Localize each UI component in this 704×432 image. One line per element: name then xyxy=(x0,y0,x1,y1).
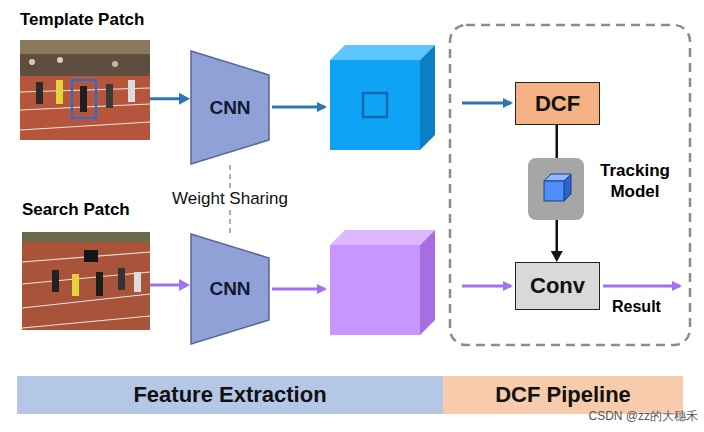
process-box: DCF xyxy=(515,82,600,125)
runner xyxy=(118,268,125,290)
cnn-label: CNN xyxy=(209,278,250,300)
feature-arrow xyxy=(462,102,511,105)
stand xyxy=(20,40,150,140)
cnn-trapezoid: CNN xyxy=(190,50,270,165)
cube-front xyxy=(330,245,420,335)
connector xyxy=(150,98,181,99)
template-feature-cube xyxy=(330,45,435,150)
patch-heading: Template Patch xyxy=(20,10,144,30)
feature-arrow xyxy=(272,288,325,291)
arrow-head xyxy=(179,93,190,105)
band-label: DCF Pipeline xyxy=(495,382,631,408)
connector-line xyxy=(556,125,559,158)
connector xyxy=(150,285,181,286)
connector-line xyxy=(556,220,559,253)
lane-line xyxy=(22,294,150,308)
result-arrow xyxy=(603,285,680,288)
stage-band: Feature Extraction xyxy=(17,376,443,414)
stage-band: DCF Pipeline xyxy=(443,376,683,414)
cube-top xyxy=(330,45,435,60)
runner xyxy=(106,84,113,108)
patch-heading: Search Patch xyxy=(22,200,130,220)
search-feature-cube xyxy=(330,230,435,335)
runner xyxy=(72,274,79,296)
feature-arrow xyxy=(462,285,511,288)
watermark: CSDN @zz的大穗禾 xyxy=(588,408,698,425)
model-heading: Tracking Model xyxy=(594,160,676,203)
runner xyxy=(80,86,87,112)
connector xyxy=(556,125,557,158)
runner xyxy=(128,80,135,102)
infield xyxy=(22,232,150,242)
trapezoid-outline xyxy=(191,234,269,344)
image-patch: Template Patch xyxy=(20,40,150,140)
band-label: Feature Extraction xyxy=(133,382,326,408)
track xyxy=(22,232,150,330)
crowd xyxy=(57,57,63,63)
track xyxy=(20,76,150,140)
cnn-label: CNN xyxy=(209,97,250,119)
model-cube xyxy=(528,158,584,220)
target-box xyxy=(72,80,96,118)
edge-label: Weight Sharing xyxy=(168,189,292,209)
box-label: DCF xyxy=(535,91,580,117)
search-image xyxy=(22,232,150,330)
feature-arrow xyxy=(272,106,325,109)
image-patch: Search Patch xyxy=(22,232,150,330)
cube-side xyxy=(420,230,435,335)
lane-line xyxy=(22,316,150,328)
runner xyxy=(56,80,63,104)
runner xyxy=(96,272,103,296)
connector xyxy=(556,220,557,253)
runner xyxy=(52,270,59,292)
cube-front xyxy=(544,181,564,201)
crowd xyxy=(29,59,35,65)
cube-front xyxy=(330,60,420,150)
connector-line xyxy=(150,97,181,100)
cnn-trapezoid: CNN xyxy=(190,233,270,345)
cube-side xyxy=(420,45,435,150)
cube-side xyxy=(564,174,571,201)
target-region xyxy=(363,93,387,117)
cube-top xyxy=(330,230,435,245)
sign xyxy=(84,250,98,262)
trapezoid-outline xyxy=(191,51,269,164)
runner xyxy=(134,272,141,292)
process-box: Conv xyxy=(515,262,600,310)
runner xyxy=(36,82,43,104)
box-label: Conv xyxy=(530,273,585,299)
crowd xyxy=(20,40,150,54)
template-image xyxy=(20,40,150,140)
pipeline-region xyxy=(450,25,690,345)
lane-line xyxy=(22,272,150,284)
lane-line xyxy=(20,122,150,130)
connector-line xyxy=(150,284,181,287)
tracking-model-box: Tracking Model xyxy=(528,158,584,220)
arrow-head xyxy=(179,279,190,291)
output-label: Result xyxy=(612,298,661,316)
crowd xyxy=(112,61,118,67)
arrow-head xyxy=(551,251,563,262)
